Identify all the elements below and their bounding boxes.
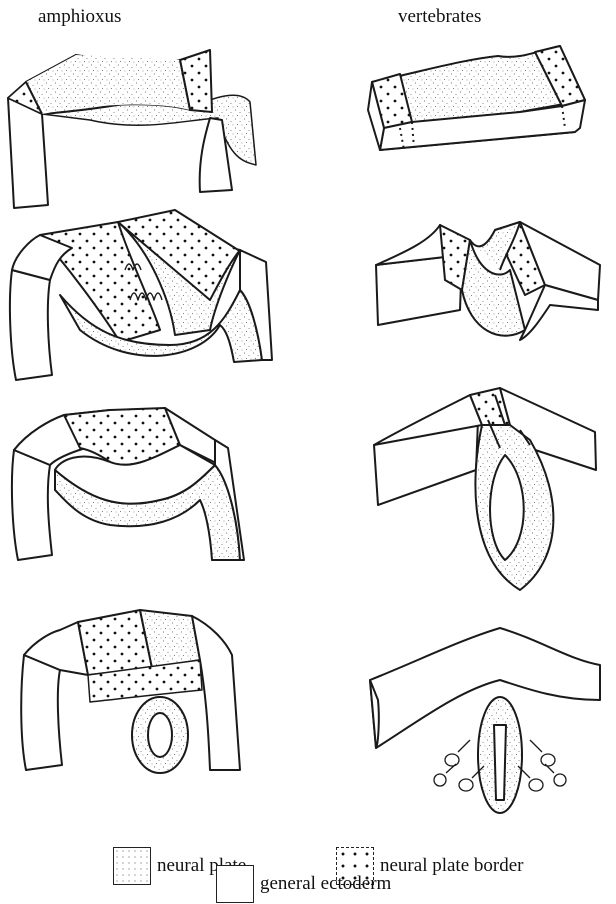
amphioxus-stage-2 (10, 210, 272, 380)
neurulation-diagram (0, 0, 616, 830)
vertebrates-stage-3 (374, 388, 596, 590)
neural-plate-swatch (113, 847, 151, 885)
neural-plate-border-label: neural plate border (380, 855, 523, 877)
general-ectoderm-swatch (216, 865, 254, 903)
vertebrates-stage-4 (370, 628, 600, 813)
vertebrates-stage-1 (368, 46, 585, 150)
legend-general-ectoderm: general ectoderm (216, 865, 391, 903)
amphioxus-stage-1 (8, 50, 256, 208)
amphioxus-stage-3 (12, 408, 244, 560)
general-ectoderm-label: general ectoderm (260, 873, 391, 895)
amphioxus-stage-4 (21, 610, 240, 773)
vertebrates-stage-2 (376, 222, 600, 340)
